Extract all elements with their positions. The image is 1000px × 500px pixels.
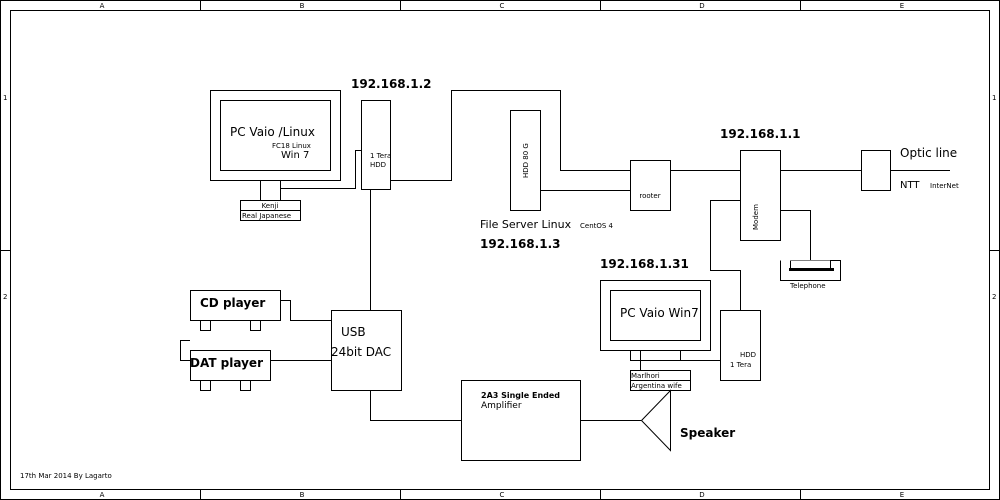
column-label-c-top: C [500,2,505,10]
pc-win7-owner-note: Argentina wife [631,382,682,390]
hdd-top-line2: HDD [370,161,386,169]
router: rooter [630,160,671,211]
speaker: Speaker [640,389,735,452]
hdd-bottom-box [720,310,761,381]
cd-player-label: CD player [200,296,265,310]
optic-provider: NTT [900,180,920,191]
win7-monitor-stand [640,350,681,361]
pc-linux-os1: FC18 Linux [272,142,311,150]
win7-monitor-screen [610,290,701,341]
column-label-a-bottom: A [100,491,105,499]
hdd-top-box [361,100,391,190]
amplifier-line1: 2A3 Single Ended [481,391,560,400]
telephone-label: Telephone [789,282,826,290]
file-server: HDD 80 G File Server Linux CentOS 4 192.… [480,110,614,251]
router-box [630,160,671,211]
router-label: rooter [639,192,660,200]
file-server-ip: 192.168.1.3 [480,237,560,251]
pc-linux-owner-note: Real Japanese [242,212,291,220]
hdd-bottom: HDD 1 Tera [720,310,761,381]
win7-owner-note-plate [630,380,691,391]
speaker-icon [640,389,671,452]
pc-vaio-win7: 192.168.1.31 PC Vaio Win7 Marlhori Argen… [600,257,711,391]
column-label-d-bottom: D [699,491,704,499]
pc-vaio-linux: PC Vaio /Linux FC18 Linux Win 7 Kenji Re… [210,90,341,221]
modem-label: Modem [752,204,760,230]
file-server-disk-label: HDD 80 G [522,143,530,178]
hdd-top-line1: 1 Tera [370,152,391,160]
row-label-2-left: 2 [3,293,7,301]
optic-label: Optic line [900,146,957,160]
telephone-handset [789,268,834,271]
hdd-top: 192.168.1.2 1 Tera HDD [351,77,431,190]
pc-win7-owner: Marlhori [631,372,660,380]
pc-linux-owner: Kenji [262,202,279,210]
monitor-stand [260,180,281,201]
file-server-box [510,110,541,211]
dat-player-box [190,350,271,381]
cd-player-box [190,290,281,321]
monitor-screen [220,100,331,171]
column-label-e-bottom: E [900,491,904,499]
file-server-os: CentOS 4 [580,222,614,230]
usb-dac-line1: USB [341,325,366,339]
footer-credit: 17th Mar 2014 By Lagarto [20,472,112,480]
column-label-b-top: B [300,2,305,10]
usb-dac-line2: 24bit DAC [331,345,391,359]
optic-box [861,150,891,191]
pc-linux-os2: Win 7 [281,150,309,161]
column-label-e-top: E [900,2,904,10]
telephone: Telephone [780,260,841,290]
column-label-c-bottom: C [500,491,505,499]
dat-player-foot-left [200,380,211,391]
speaker-label: Speaker [680,426,735,440]
pc-win7-ip: 192.168.1.31 [600,257,689,271]
optic-line: Optic line NTT InterNet [861,146,959,191]
modem-box [740,150,781,241]
optic-note: InterNet [930,182,959,190]
pc-linux-title: PC Vaio /Linux [230,125,315,139]
amplifier-line2: Amplifier [481,401,522,411]
dat-player: DAT player [190,350,271,391]
amplifier-box [461,380,581,461]
dat-player-foot-right [240,380,251,391]
modem: 192.168.1.1 Modem [720,127,800,241]
amplifier: 2A3 Single Ended Amplifier [461,380,581,461]
cd-player-foot-left [200,320,211,331]
usb-dac: USB 24bit DAC [331,310,402,391]
modem-ip: 192.168.1.1 [720,127,800,141]
win7-stand-left [630,350,641,361]
usb-dac-box [331,310,402,391]
column-label-b-bottom: B [300,491,305,499]
column-label-d-top: D [699,2,704,10]
owner-note-plate [240,210,301,221]
hdd-top-ip: 192.168.1.2 [351,77,431,91]
column-label-a-top: A [100,2,105,10]
row-label-1-right: 1 [992,94,996,102]
dat-player-label: DAT player [190,356,263,370]
hdd-bottom-line1: HDD [740,351,756,359]
hdd-bottom-line2: 1 Tera [730,361,751,369]
row-label-1-left: 1 [3,94,7,102]
file-server-name: File Server Linux [480,218,572,231]
row-label-2-right: 2 [992,293,996,301]
cd-player-foot-right [250,320,261,331]
cd-player: CD player [190,290,281,331]
inner-border [10,10,990,490]
telephone-cutout [790,260,831,271]
pc-win7-title: PC Vaio Win7 [620,306,699,320]
